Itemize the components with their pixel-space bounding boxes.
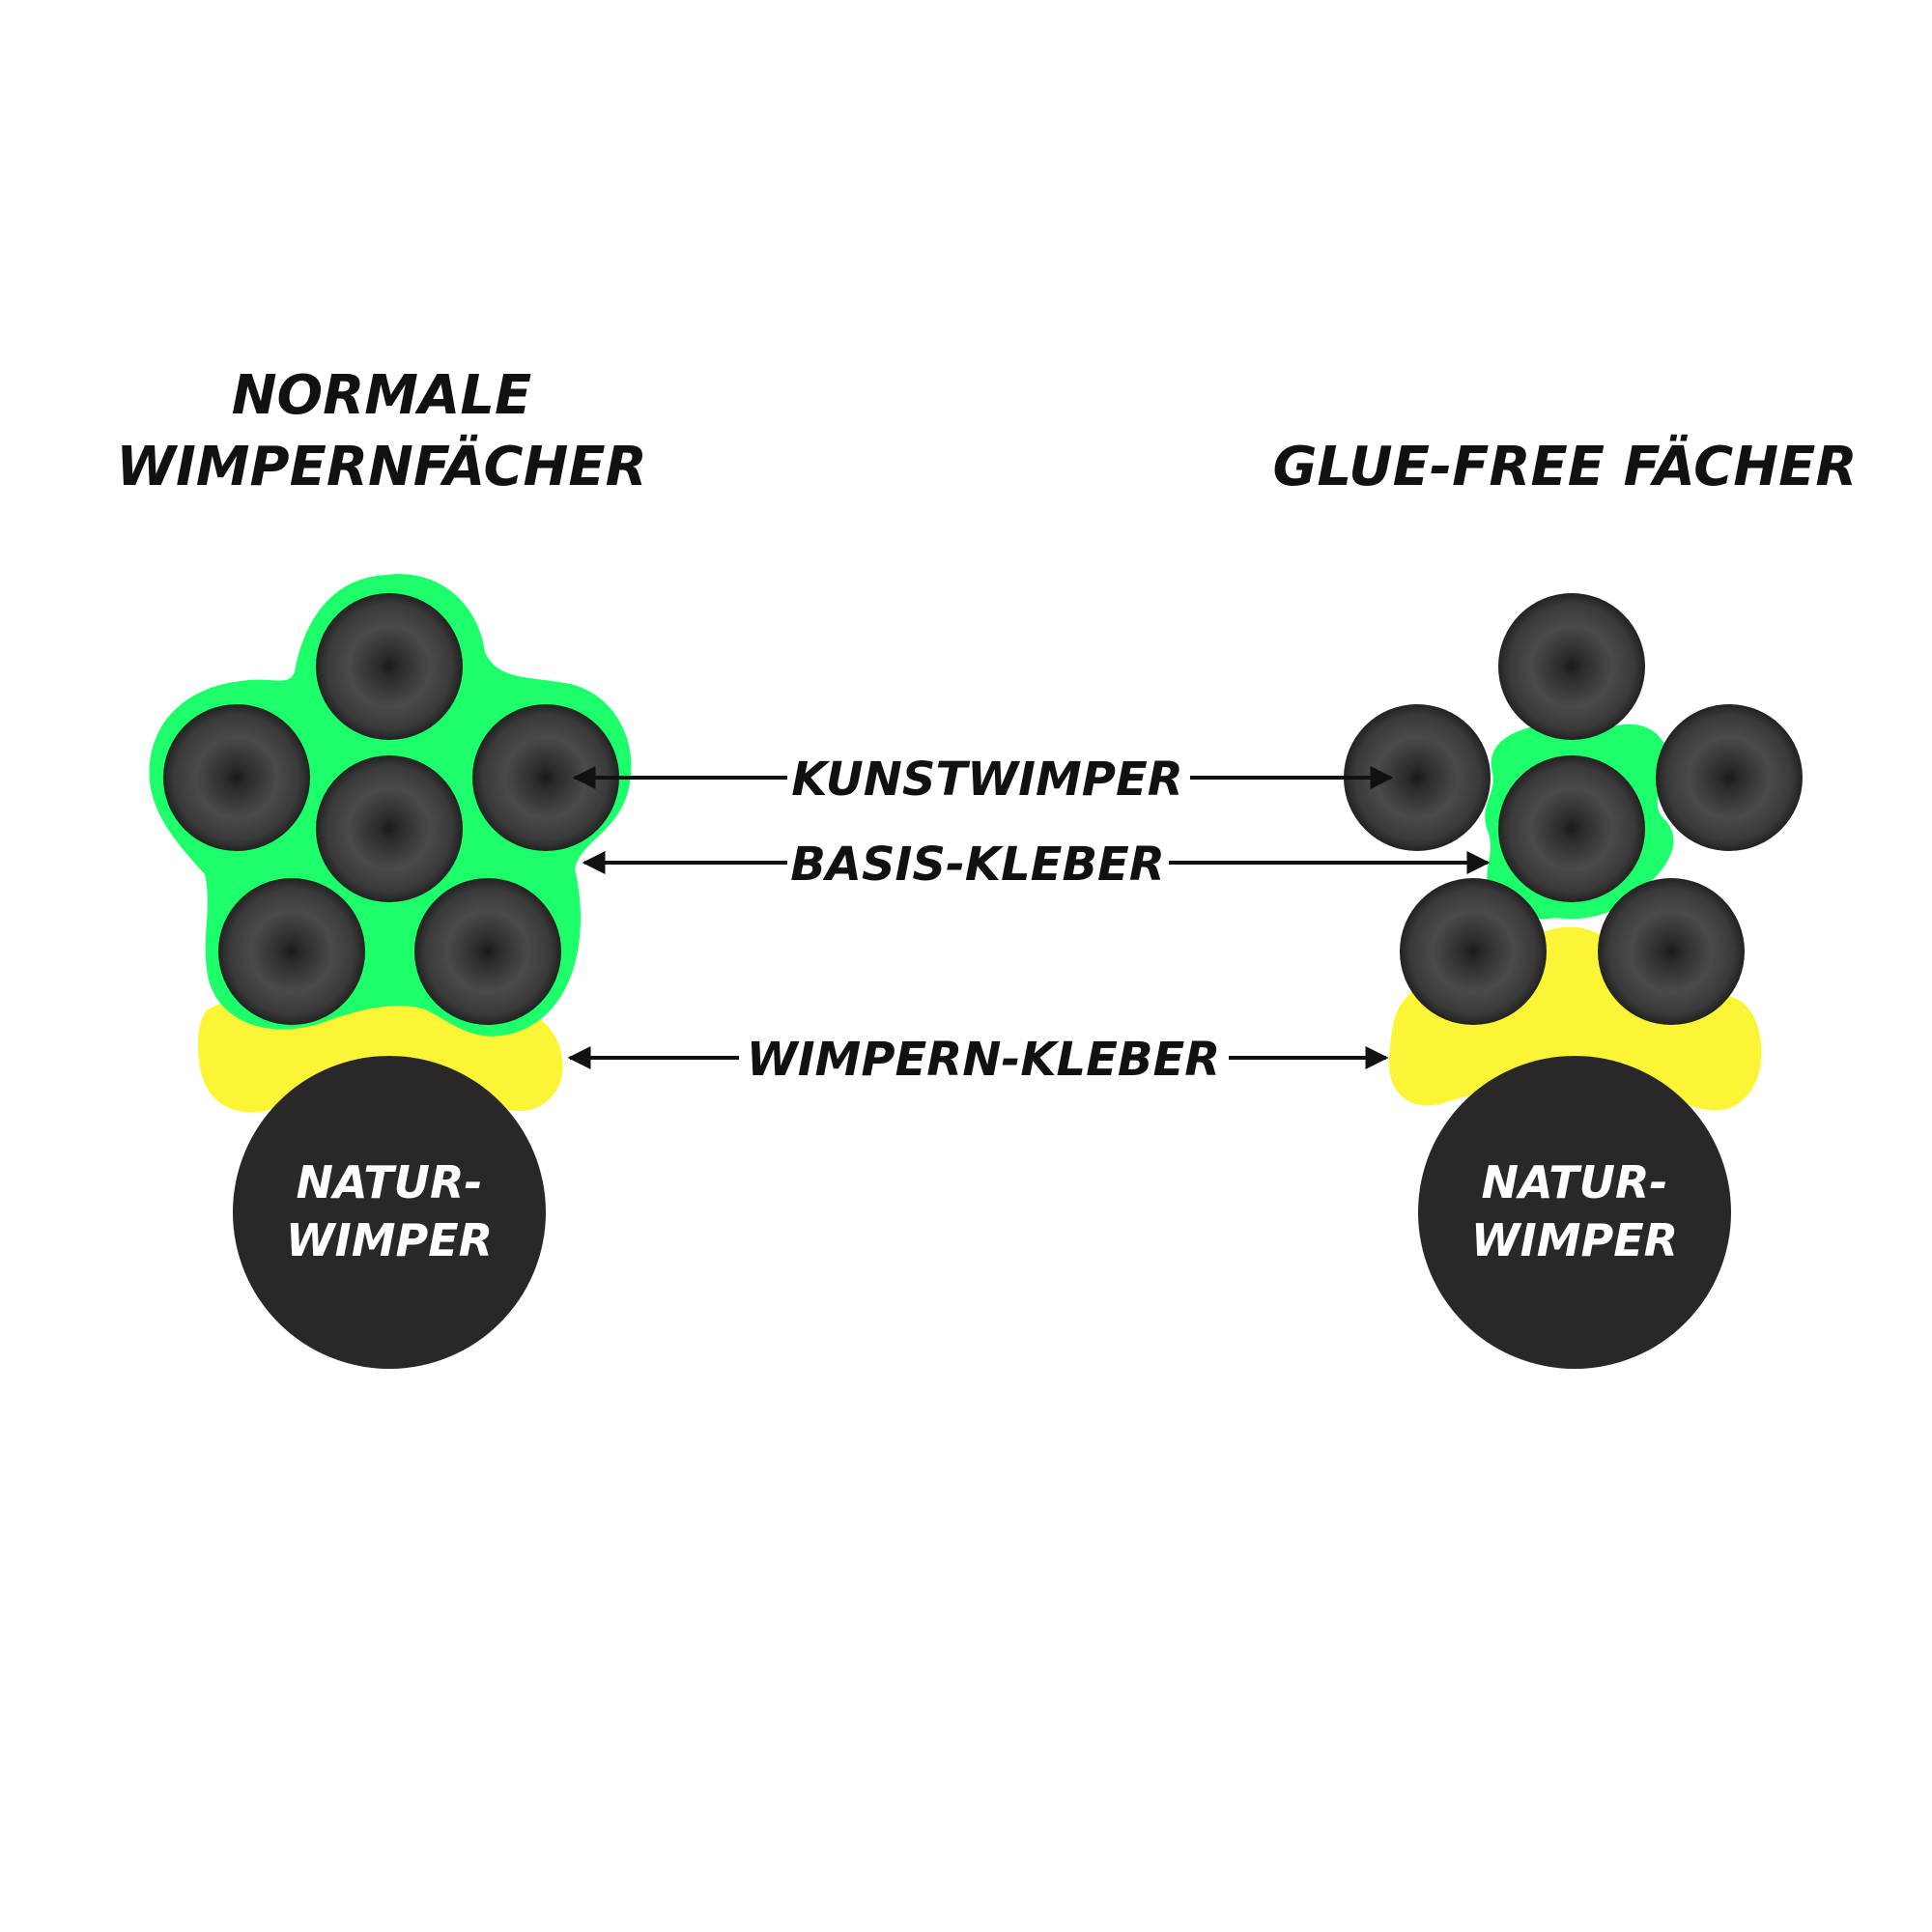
right-natural-lash	[1418, 1056, 1731, 1369]
left-natural-lash-label-line2: WIMPER	[286, 1214, 493, 1266]
left-fake-lash	[472, 704, 619, 851]
artificial-lash-label: KUNSTWIMPER	[791, 753, 1182, 807]
left-natural-lash	[233, 1056, 546, 1369]
lash-glue-callout: WIMPERN-KLEBER	[567, 1033, 1389, 1087]
left-fake-lash	[316, 755, 463, 902]
right-lash-fan: NATUR- WIMPER	[1344, 593, 1803, 1369]
right-title: GLUE-FREE FÄCHER	[1273, 436, 1858, 498]
base-glue-label: BASIS-KLEBER	[790, 838, 1165, 892]
left-lash-fan: NATUR- WIMPER	[149, 574, 632, 1369]
right-fake-lash	[1498, 755, 1645, 902]
left-fake-lash	[316, 593, 463, 740]
left-fake-lash	[218, 878, 365, 1025]
left-title-line2: WIMPERNFÄCHER	[116, 436, 647, 498]
artificial-lash-callout: KUNSTWIMPER	[572, 753, 1394, 807]
left-fake-lash	[163, 704, 310, 851]
right-fake-lash	[1498, 593, 1645, 740]
lash-glue-label: WIMPERN-KLEBER	[747, 1033, 1221, 1087]
left-natural-lash-label-line1: NATUR-	[297, 1156, 483, 1208]
right-fake-lash	[1656, 704, 1803, 851]
right-fake-lash	[1598, 878, 1745, 1025]
right-natural-lash-label-line2: WIMPER	[1471, 1214, 1678, 1266]
right-fake-lash	[1344, 704, 1491, 851]
left-fake-lash	[414, 878, 561, 1025]
left-title-line1: NORMALE	[232, 364, 532, 427]
right-fake-lash	[1400, 878, 1547, 1025]
right-natural-lash-label-line1: NATUR-	[1482, 1156, 1668, 1208]
base-glue-callout: BASIS-KLEBER	[582, 838, 1491, 892]
